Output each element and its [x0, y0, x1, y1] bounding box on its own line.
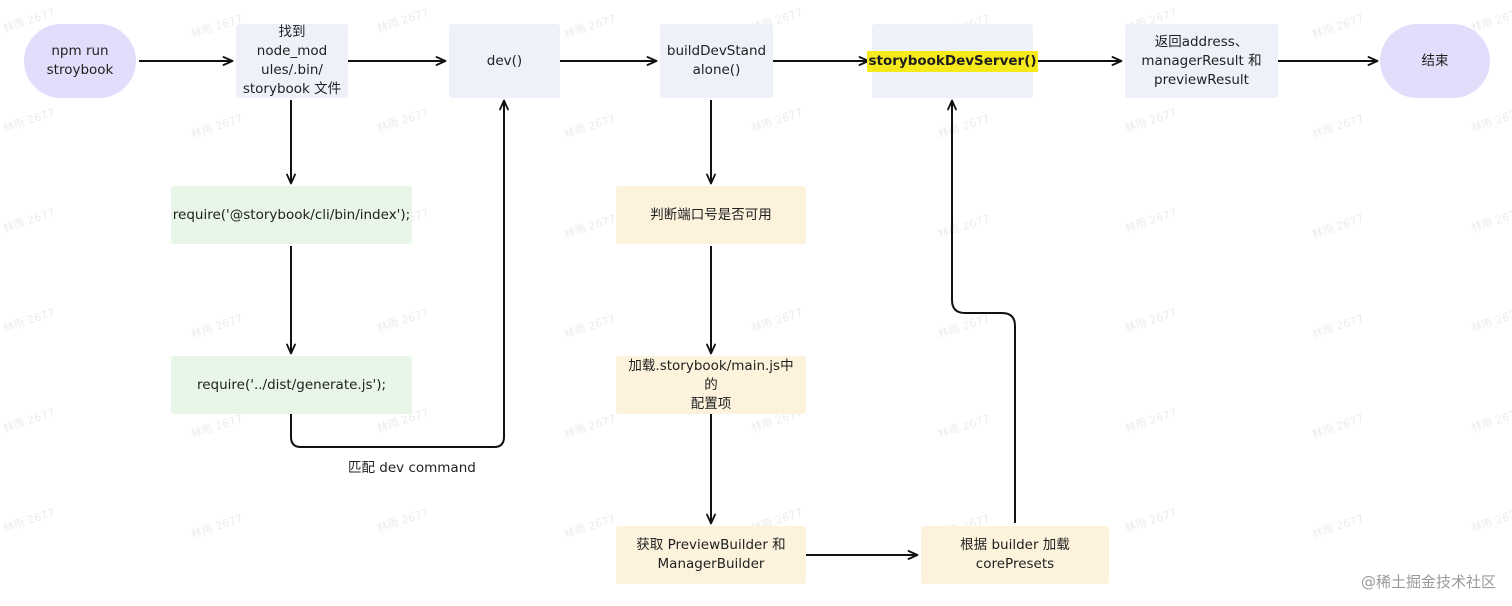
check-port-node-label: 判断端口号是否可用: [650, 206, 772, 223]
require-generate-node: require('../dist/generate.js');: [171, 356, 412, 414]
edge-generate-to-dev: [290, 99, 509, 448]
require-cli-node-label: require('@storybook/cli/bin/index');: [172, 206, 411, 223]
require-generate-node-label: require('../dist/generate.js');: [196, 376, 387, 393]
return-result-node-label: 返回address、 managerResult 和 previewResult: [1141, 33, 1262, 88]
end-node-label: 结束: [1421, 52, 1449, 69]
load-presets-node: 根据 builder 加载 corePresets: [921, 526, 1109, 584]
get-builders-node: 获取 PreviewBuilder 和 ManagerBuilder: [616, 526, 806, 584]
build-dev-standalone-node-label: buildDevStand alone(): [666, 43, 767, 78]
dev-node: dev(): [449, 24, 560, 98]
brand-watermark: @稀土掘金技术社区: [1360, 573, 1496, 591]
storybook-dev-server-node: storybookDevServer(): [867, 24, 1038, 98]
find-bin-node: 找到 node_mod ules/.bin/ storybook 文件: [236, 24, 348, 98]
load-config-node: 加载.storybook/main.js中的 配置项: [616, 356, 806, 414]
load-presets-node-label: 根据 builder 加载 corePresets: [960, 537, 1070, 572]
storybook-dev-server-node-label: storybookDevServer(): [867, 50, 1038, 72]
edge-presets-to-server: [947, 99, 1016, 523]
get-builders-node-label: 获取 PreviewBuilder 和 ManagerBuilder: [636, 537, 786, 572]
return-result-node: 返回address、 managerResult 和 previewResult: [1125, 24, 1278, 98]
load-config-node-label: 加载.storybook/main.js中的 配置项: [628, 357, 794, 412]
dev-node-label: dev(): [486, 52, 523, 69]
start-node-label: npm run stroybook: [46, 43, 114, 78]
end-node: 结束: [1380, 24, 1490, 98]
require-cli-node: require('@storybook/cli/bin/index');: [171, 186, 412, 244]
match-dev-command-label: 匹配 dev command: [348, 460, 476, 476]
find-bin-node-label: 找到 node_mod ules/.bin/ storybook 文件: [242, 24, 342, 97]
start-node: npm run stroybook: [24, 24, 136, 98]
build-dev-standalone-node: buildDevStand alone(): [660, 24, 773, 98]
check-port-node: 判断端口号是否可用: [616, 186, 806, 244]
